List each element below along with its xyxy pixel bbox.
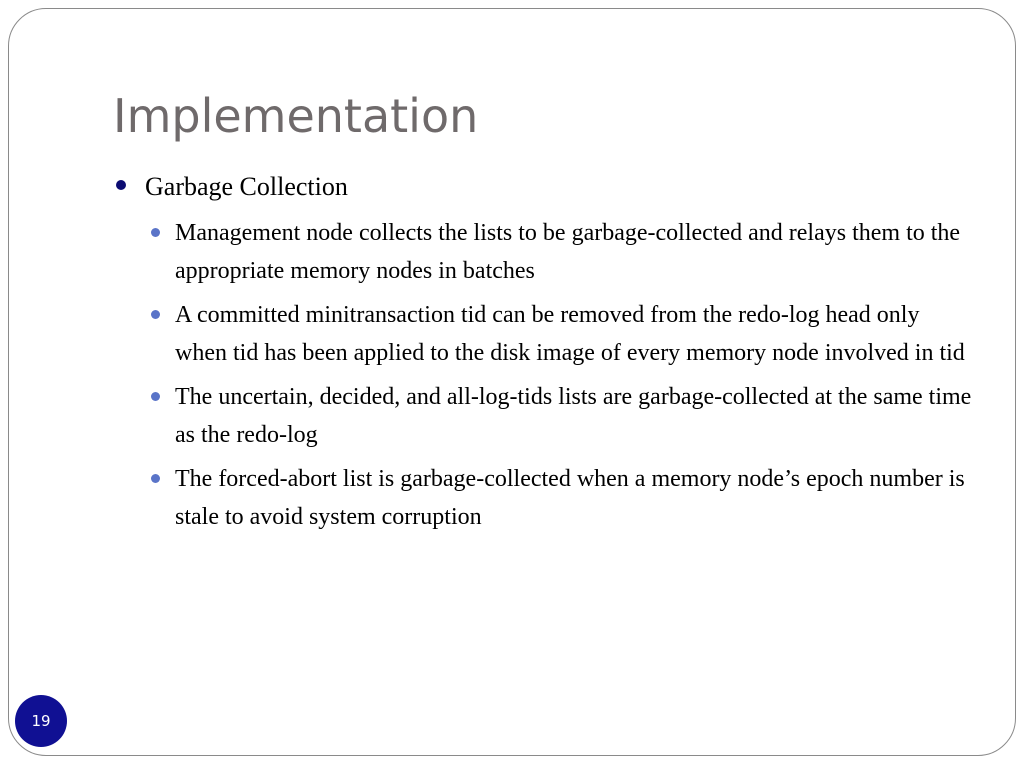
page-number-badge: 19 (15, 695, 67, 747)
sub-bullet-item: The uncertain, decided, and all-log-tids… (113, 378, 973, 454)
bullet-text: Garbage Collection (145, 172, 348, 201)
sub-bullet-dot-icon (151, 392, 160, 401)
slide-frame (8, 8, 1016, 756)
sub-bullet-list: Management node collects the lists to be… (113, 214, 973, 536)
sub-bullet-dot-icon (151, 310, 160, 319)
slide-content: Garbage Collection Management node colle… (113, 168, 973, 542)
slide-title: Implementation (113, 89, 479, 143)
sub-bullet-text: Management node collects the lists to be… (175, 220, 961, 284)
sub-bullet-text: The uncertain, decided, and all-log-tids… (175, 384, 972, 448)
bullet-dot-icon (116, 180, 126, 190)
sub-bullet-dot-icon (151, 474, 160, 483)
sub-bullet-text: The forced-abort list is garbage-collect… (175, 466, 965, 530)
bullet-garbage-collection: Garbage Collection (113, 168, 973, 206)
sub-bullet-dot-icon (151, 228, 160, 237)
sub-bullet-text: A committed minitransaction tid can be r… (175, 302, 965, 366)
sub-bullet-item: Management node collects the lists to be… (113, 214, 973, 290)
sub-bullet-item: A committed minitransaction tid can be r… (113, 296, 973, 372)
sub-bullet-item: The forced-abort list is garbage-collect… (113, 460, 973, 536)
